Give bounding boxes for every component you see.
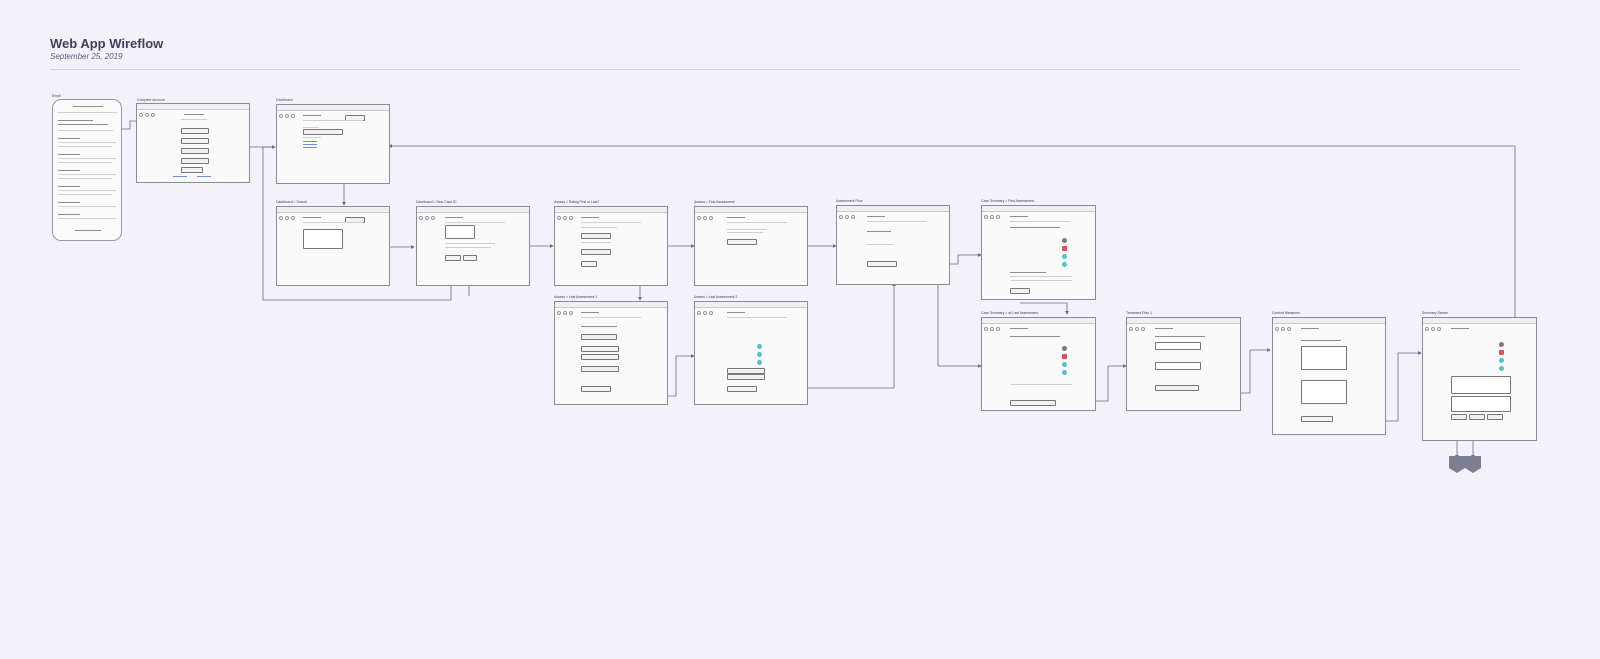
- screen-label-last-assessment-2: Assess > Last Assessment 2: [694, 295, 738, 299]
- screen-label-assess-first: Assess > First Assessment: [694, 200, 735, 204]
- screen-assess-first: [694, 206, 808, 286]
- screen-label-dashboard: Dashboard: [276, 98, 293, 102]
- screen-comfort-measures: [1272, 317, 1386, 435]
- screen-label-email: Email: [52, 94, 61, 98]
- screen-assess-first-or-last: [554, 206, 668, 286]
- screen-label-new-case: Dashboard > New Case ID: [416, 200, 457, 204]
- screen-label-assessment-flow: Assessment Flow: [836, 199, 863, 203]
- screen-treatment-plan: [1126, 317, 1241, 411]
- screen-label-comfort-measures: Comfort Measures: [1272, 311, 1300, 315]
- screen-label-dashboard-search: Dashboard > Search: [276, 200, 308, 204]
- page-date: September 25, 2019: [50, 52, 123, 61]
- email-phone-frame: [52, 99, 122, 241]
- screen-new-case: [416, 206, 530, 286]
- screen-label-case-summary-first: Case Summary > First Assessment: [981, 199, 1035, 203]
- screen-case-summary-last: [981, 317, 1096, 411]
- screen-case-summary-first: [981, 205, 1096, 300]
- exit-marker-2: [1465, 456, 1481, 473]
- screen-label-treatment-plan: Treatment Plan 1: [1126, 311, 1152, 315]
- screen-complete-account: [136, 103, 250, 183]
- screen-label-assess-first-or-last: Assess > Rating First or Last?: [554, 200, 600, 204]
- exit-marker-1: [1449, 456, 1465, 473]
- screen-assessment-flow: [836, 205, 950, 285]
- screen-dashboard-search: [276, 206, 390, 286]
- connector-summary-first-to-last: [1020, 302, 1069, 315]
- screen-label-complete-account: Complete Account: [137, 98, 165, 102]
- screen-label-last-assessment-1: Assess > Last Assessment 1: [554, 295, 598, 299]
- header-divider: [50, 69, 1520, 70]
- connector-flow-to-summary-last: [937, 264, 982, 368]
- page-title: Web App Wireflow: [50, 36, 164, 51]
- screen-dashboard: [276, 104, 390, 184]
- screen-last-assessment-1: [554, 301, 668, 405]
- screen-label-summary-screen: Summary Screen: [1422, 311, 1449, 315]
- screen-last-assessment-2: [694, 301, 808, 405]
- screen-summary-screen: [1422, 317, 1537, 441]
- screen-label-case-summary-last: Case Summary > w/ Last Assessment: [981, 311, 1039, 315]
